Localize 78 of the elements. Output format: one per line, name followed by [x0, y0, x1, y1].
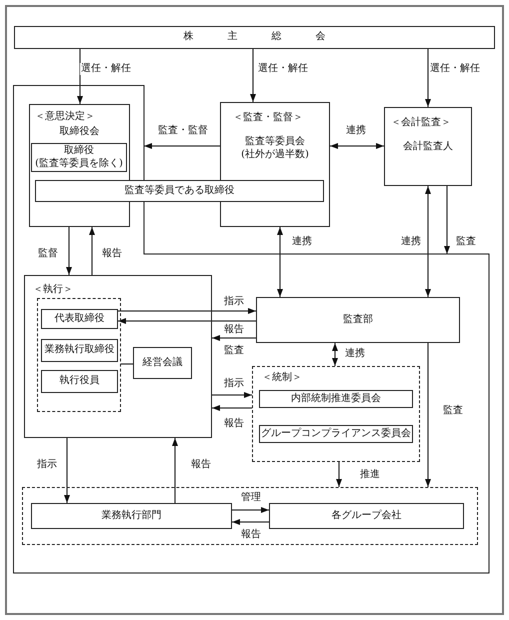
box-label: 取締役会 — [58, 126, 100, 138]
process-box — [41, 370, 118, 393]
arrow — [64, 438, 70, 504]
box-label: 業務執行部門 — [102, 510, 162, 522]
group-heading: ＜会計監査＞ — [391, 117, 451, 129]
arrow — [77, 48, 83, 104]
process-box — [35, 180, 324, 202]
edge-label: 報告 — [190, 459, 212, 471]
edge-label: 監査・監督 — [157, 125, 209, 137]
group-box — [24, 275, 212, 438]
arrow — [172, 438, 178, 504]
box-label: グループコンプライアンス委員会 — [261, 428, 411, 440]
box-label: 会計監査人 — [402, 141, 454, 154]
arrow — [232, 507, 270, 513]
box-label: 監査部 — [343, 314, 373, 326]
edge-label: 指示 — [223, 378, 245, 390]
edge-label: 連携 — [400, 236, 422, 248]
arrow — [118, 318, 256, 324]
double-arrow — [425, 186, 431, 298]
dashed-group-box — [252, 366, 420, 462]
edge-label: 報告 — [223, 324, 245, 336]
header-bar — [14, 26, 495, 49]
arrow — [425, 48, 431, 108]
edge-label: 連携 — [291, 236, 313, 248]
process-box — [259, 390, 413, 408]
group-heading: ＜監査・監督＞ — [233, 112, 303, 124]
process-box — [31, 503, 232, 529]
arrow — [144, 143, 220, 149]
edge-label: 指示 — [223, 296, 245, 308]
group-heading: ＜意思決定＞ — [35, 111, 95, 123]
box-label: 執行役員 — [60, 375, 100, 388]
edge-label: 監査 — [455, 236, 477, 248]
edge-label: 管理 — [240, 492, 262, 504]
dashed-group-box — [37, 298, 121, 412]
edge-label: 報告 — [223, 418, 245, 430]
process-box — [41, 309, 118, 329]
edge-label: 報告 — [240, 529, 262, 541]
edge-label: 推進 — [359, 469, 381, 481]
edge-label: 連携 — [345, 125, 367, 137]
box-label: 監査等委員会 (社外が過半数) — [240, 136, 310, 161]
box-label: 業務執行取締役 — [44, 344, 114, 357]
process-box — [41, 339, 118, 362]
group-box — [384, 107, 472, 186]
process-box — [133, 347, 192, 379]
arrow — [212, 405, 252, 411]
process-box — [256, 297, 460, 343]
box-label: 取締役 (監査等委員を除く) — [34, 145, 124, 170]
edge-label: 指示 — [36, 459, 58, 471]
arrow — [66, 226, 72, 276]
arrow — [425, 342, 431, 488]
arrow — [336, 462, 342, 488]
box-label: 株主総会 — [182, 31, 360, 44]
arrow — [212, 392, 252, 398]
edge-label: 監督 — [37, 248, 59, 260]
edge-label: 選任・解任 — [80, 63, 132, 75]
box-label: 経営会議 — [142, 356, 182, 370]
double-arrow — [332, 342, 338, 366]
group-heading: ＜統制＞ — [262, 372, 302, 384]
edge-label: 連携 — [344, 348, 366, 360]
arrow — [89, 226, 95, 276]
arrow — [250, 48, 256, 102]
arrow — [118, 308, 256, 314]
box-label: 内部統制推進委員会 — [291, 392, 381, 406]
group-heading: ＜執行＞ — [33, 284, 73, 296]
edge-label: 報告 — [101, 248, 123, 260]
arrow — [232, 519, 270, 525]
arrow — [444, 186, 450, 254]
box-label: 代表取締役 — [54, 312, 104, 326]
box-label: 各グループ会社 — [332, 510, 402, 522]
double-arrow — [330, 143, 384, 149]
edge-label: 監査 — [223, 345, 245, 357]
arrow — [212, 335, 256, 341]
double-arrow — [277, 226, 283, 298]
edge-label: 監査 — [442, 405, 464, 417]
box-label: 監査等委員である取締役 — [124, 184, 234, 198]
edge-label: 選任・解任 — [429, 63, 481, 75]
edge-label: 選任・解任 — [257, 63, 309, 75]
process-box — [269, 503, 464, 529]
